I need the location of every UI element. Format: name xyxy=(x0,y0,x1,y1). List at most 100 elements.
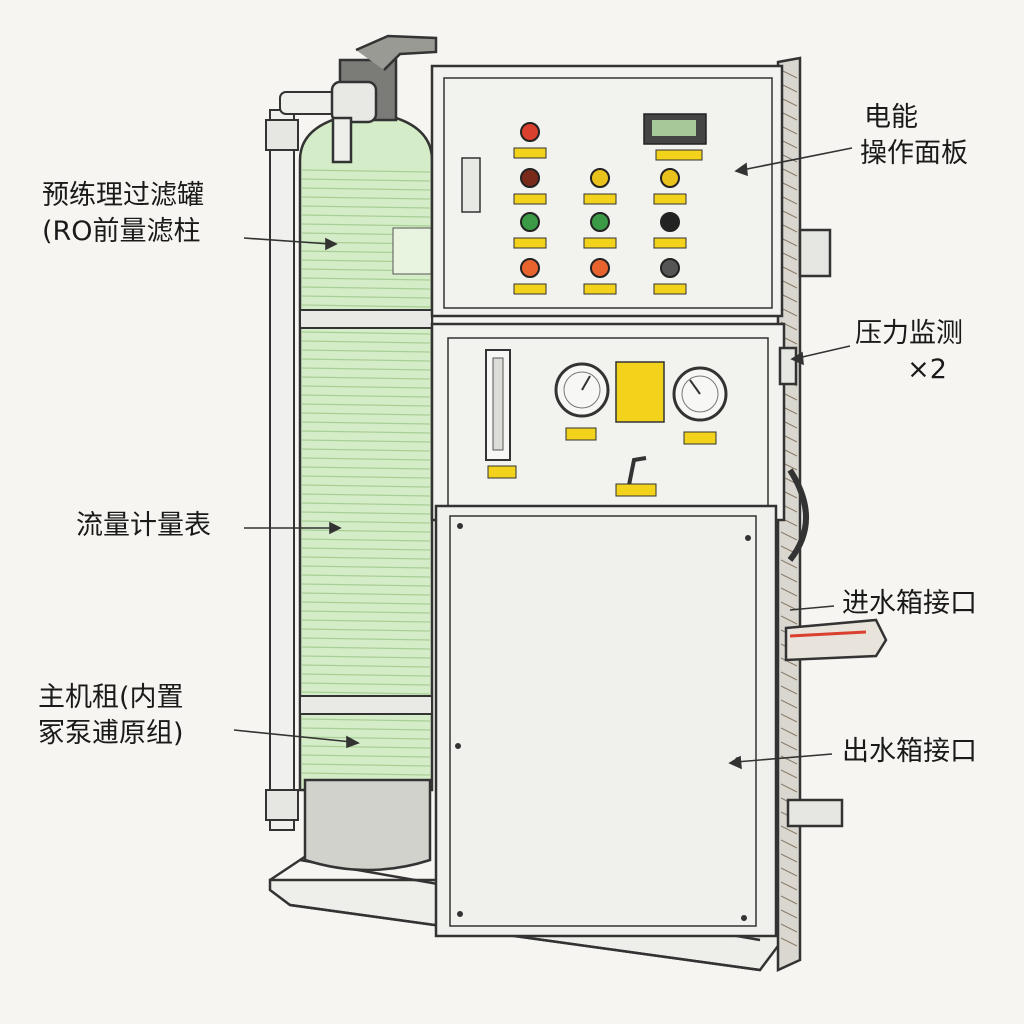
digital-display xyxy=(643,113,707,161)
side-connectors xyxy=(778,228,888,828)
side-hatch-line xyxy=(780,769,798,779)
indicator-lamp-icon xyxy=(520,258,540,278)
lamp-tag xyxy=(583,237,617,249)
tank-stripe xyxy=(301,358,431,362)
indicator-lamp-icon xyxy=(590,212,610,232)
lamp-tag xyxy=(653,283,687,295)
tank-stripe xyxy=(301,178,431,182)
tank-stripe xyxy=(301,502,431,506)
side-hatch-line xyxy=(780,181,798,191)
label-inlet-line1: 进水箱接口 xyxy=(842,588,977,619)
tank-stripe xyxy=(301,583,431,587)
indicator-lamp-icon xyxy=(590,258,610,278)
side-hatch-line xyxy=(780,867,798,877)
tank-stripe xyxy=(301,403,431,407)
tank-stripe xyxy=(301,187,431,191)
tank-stripe xyxy=(301,376,431,380)
tank-stripe xyxy=(301,718,431,722)
leader-lines xyxy=(233,147,853,770)
side-hatch-line xyxy=(780,279,798,289)
lamp-tag xyxy=(583,193,617,205)
lamp-tag xyxy=(583,283,617,295)
tank-stripe xyxy=(301,538,431,542)
tank-stripe xyxy=(301,223,431,227)
handle-icon xyxy=(615,456,657,497)
lamp-tag xyxy=(653,193,687,205)
tank-stripe xyxy=(301,340,431,344)
side-hatch-line xyxy=(780,265,798,275)
side-hatch-line xyxy=(780,783,798,793)
label-control-panel-line1: 电能 xyxy=(864,102,918,133)
tank-stripe xyxy=(301,421,431,425)
label-prefilter-line2: (RO前量滤柱 xyxy=(42,216,201,247)
gauge-icon xyxy=(672,366,728,445)
side-hatch-line xyxy=(780,251,798,261)
tank-stripe xyxy=(301,682,431,686)
side-hatch-line xyxy=(780,223,798,233)
tank-stripe xyxy=(301,466,431,470)
tank-stripe xyxy=(301,169,431,173)
side-hatch-line xyxy=(780,909,798,919)
side-hatch-line xyxy=(780,685,798,695)
side-hatch-line xyxy=(780,895,798,905)
side-hatch-line xyxy=(780,195,798,205)
indicator-lamp-icon xyxy=(590,168,610,188)
valve-head-icon xyxy=(330,34,438,164)
tank-stripe xyxy=(301,214,431,218)
side-hatch-line xyxy=(780,881,798,891)
tank-stripe xyxy=(301,529,431,533)
side-hatch-line xyxy=(780,83,798,93)
flowmeter-icon xyxy=(485,349,517,479)
tank-stripe xyxy=(301,349,431,353)
side-hatch-line xyxy=(780,69,798,79)
indicator-lamp-icon xyxy=(660,258,680,278)
label-prefilter-tank: 预练理过滤罐 (RO前量滤柱 xyxy=(42,178,204,250)
label-control-panel-line2: 操作面板 xyxy=(860,138,968,169)
tank-stripe xyxy=(301,331,431,335)
tank-stripe xyxy=(301,754,431,758)
label-outlet-line1: 出水箱接口 xyxy=(842,736,977,767)
label-flowmeter: 流量计量表 xyxy=(76,508,211,544)
label-pressure-gauge-line1: 压力监测 xyxy=(855,318,963,349)
label-control-panel: 电能 操作面板 xyxy=(860,100,968,172)
prefilter-tank xyxy=(298,110,434,872)
tank-stripe xyxy=(301,610,431,614)
side-hatch-line xyxy=(780,209,798,219)
tank-stripe xyxy=(301,646,431,650)
tank-stripe xyxy=(301,691,431,695)
tank-stripe xyxy=(301,592,431,596)
side-hatch-line xyxy=(780,307,798,317)
side-hatch-line xyxy=(780,293,798,303)
side-hatch-line xyxy=(780,671,798,681)
side-hatch-line xyxy=(780,97,798,107)
tank-stripe xyxy=(301,763,431,767)
label-pressure-gauge: 压力监测 ×2 xyxy=(855,316,963,388)
tank-stripe xyxy=(301,304,431,308)
side-hatch-line xyxy=(780,923,798,933)
tank-stripe xyxy=(301,493,431,497)
side-hatch-line xyxy=(780,125,798,135)
lamp-tag xyxy=(513,237,547,249)
lamp-tag xyxy=(653,237,687,249)
label-flowmeter-line1: 流量计量表 xyxy=(76,510,211,541)
label-pressure-gauge-line2: ×2 xyxy=(907,354,947,385)
tank-stripe xyxy=(301,745,431,749)
tank-stripe xyxy=(301,637,431,641)
side-hatch-line xyxy=(780,825,798,835)
tank-stripe xyxy=(301,556,431,560)
tank-stripe xyxy=(301,673,431,677)
tank-stripe xyxy=(301,601,431,605)
cabinet-door xyxy=(434,504,778,938)
lamp-tag xyxy=(513,193,547,205)
gauge-icon xyxy=(554,362,610,441)
tank-stripe xyxy=(301,385,431,389)
side-hatch-line xyxy=(780,573,798,583)
label-outlet: 出水箱接口 xyxy=(842,734,977,770)
tank-stripe xyxy=(301,727,431,731)
tank-stripe xyxy=(301,367,431,371)
tank-stripe xyxy=(301,484,431,488)
tank-stripe xyxy=(301,475,431,479)
tank-stripe xyxy=(301,277,431,281)
indicator-lamp-icon xyxy=(520,122,540,142)
tank-stripe xyxy=(301,574,431,578)
